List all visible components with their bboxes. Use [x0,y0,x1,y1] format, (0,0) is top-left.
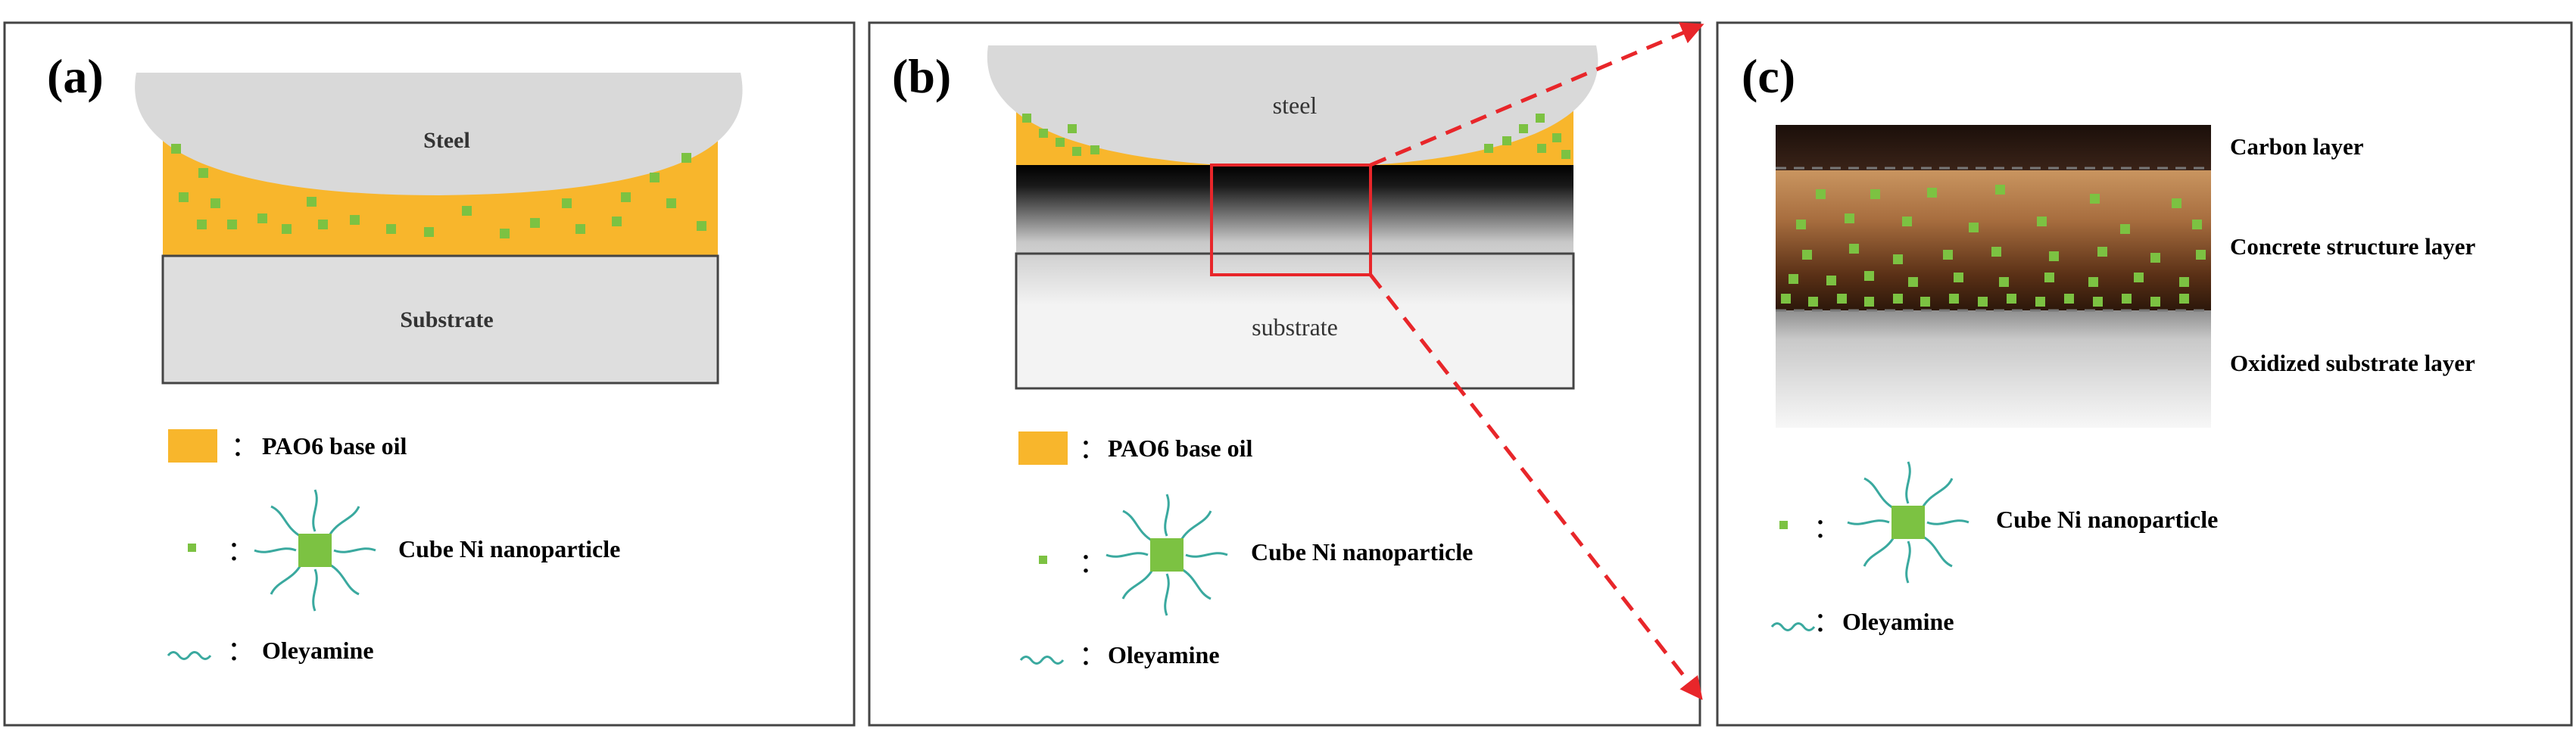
legend-sep-a2: ： [227,536,254,566]
legend-ligand-label-a: Oleyamine [262,637,374,664]
oxidized-substrate-layer [1776,310,2211,428]
legend-sep-b2: ： [1079,548,1106,578]
legend-oil-label-b: PAO6 base oil [1108,435,1253,462]
panel-a-label: (a) [47,49,104,103]
oleylamine-wave-icon [167,651,212,660]
legend-oil-swatch-a [168,429,217,463]
substrate-label-a: Substrate [400,307,493,332]
steel-label-b: steel [1273,92,1318,119]
legend-sep-b1: ： [1079,434,1106,464]
panel-c-label: (c) [1742,49,1795,103]
legend-particle-label-a: Cube Ni nanoparticle [398,535,620,562]
zoom-box [1210,164,1372,276]
legend-ligand-label-c: Oleyamine [1842,608,1954,635]
legend-sep-b3: ： [1079,640,1106,671]
zoom-arrow-bottom [1369,273,1703,700]
legend-sep-c1: ： [1813,513,1841,544]
steel-label-a: Steel [423,128,470,153]
legend-sep-c2: ： [1813,607,1841,637]
nanoparticle-icon [1106,494,1228,616]
legend-particle-dot-b [1039,556,1047,564]
steel-ball-b [987,45,1598,168]
nanoparticle-icon [254,489,376,612]
legend-particle-dot-a [188,544,196,552]
oleylamine-wave-icon [1770,622,1816,631]
concrete-structure-layer [1776,170,2211,310]
substrate-b [1015,252,1575,390]
legend-ligand-label-b: Oleyamine [1108,641,1220,668]
substrate-a [161,254,719,385]
substrate-fill-b [1018,305,1572,387]
substrate-label-b: substrate [1252,313,1338,341]
legend-particle-label-c: Cube Ni nanoparticle [1996,506,2218,533]
carbon-layer [1776,125,2211,170]
layer-label-carbon: Carbon layer [2230,133,2364,160]
particles-c [1781,185,2206,307]
nanoparticle-icon [1847,461,1969,584]
zoom-arrow-top [1370,22,1704,167]
oleylamine-wave-icon [1019,656,1065,665]
legend-sep-a3: ： [227,636,254,666]
panel-c: (c) [1716,21,2573,727]
particles-a [171,144,706,238]
legend-oil-label-a: PAO6 base oil [262,432,407,460]
legend-sep-a1: ： [231,431,258,462]
legend-oil-swatch-b [1018,431,1068,465]
tribofilm-b [1016,165,1573,305]
steel-ball-a [135,73,743,195]
panel-a: (a) Steel Substrate ： PAO6 base oil [3,21,856,727]
particles-b [1022,114,1570,159]
legend-particle-label-b: Cube Ni nanoparticle [1251,538,1473,565]
layer-label-concrete: Concrete structure layer [2230,233,2475,260]
panel-b-label: (b) [892,49,951,103]
panel-b: (b) steel substrate ： PAO6 base oil ： [868,21,1701,727]
legend-particle-dot-c [1779,521,1788,529]
layer-label-oxidized: Oxidized substrate layer [2230,350,2475,376]
